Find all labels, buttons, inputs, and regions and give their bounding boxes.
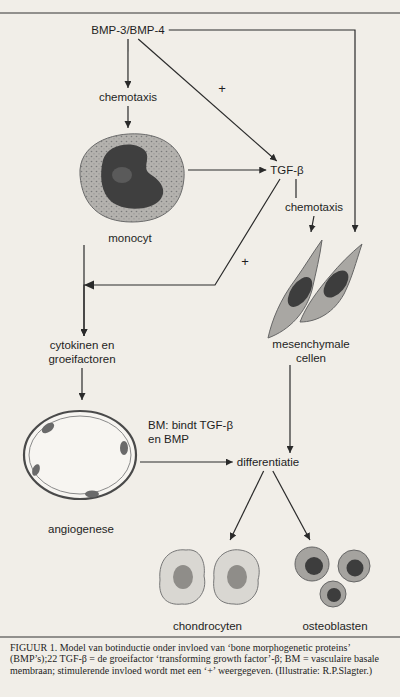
node-text: osteoblasten [302,619,367,633]
blood-vessel [24,411,136,499]
monocyte-cell [80,134,184,222]
node-text: angiogenese [48,522,114,536]
osteoblast-node: osteoblasten [288,540,382,633]
blood-vessel [85,491,99,498]
blood-vessel [29,416,131,494]
blood-vessel [120,441,128,455]
osteoblasts [295,547,370,607]
node-text: TGF-β [270,163,303,177]
process-label: differentiatie [233,453,303,471]
node-text: chemotaxis [285,200,343,214]
process-label: chemotaxis [281,198,347,216]
node-text: cytokinen en groeifactoren [36,338,128,366]
connector-arrow [273,471,310,540]
blood-vessel [40,421,56,436]
blood-vessel [31,463,42,477]
osteoblasts [327,588,341,602]
connector-arrow [84,179,280,336]
connector-arrow [83,245,84,336]
node-text: BMP-3/BMP-4 [91,23,165,37]
chondrocytes [227,565,247,589]
connector-arrow [138,39,277,161]
node-text: monocyt [108,231,151,245]
chondrocyte-node: chondrocyten [150,540,265,633]
stimulation-sign: + [239,255,251,269]
signal-label: BMP-3/BMP-4 [87,21,169,39]
mesenchymal-node: mesenchymale cellen [255,232,367,365]
caption-rule [0,637,400,638]
process-label: cytokinen en groeifactoren [32,336,132,368]
signal-label: TGF-β [266,161,307,179]
chondrocytes [214,550,260,605]
blood-vessel [24,411,136,499]
osteoblasts [347,560,364,577]
connector-arrow [169,30,355,232]
osteoblasts [338,550,370,582]
node-text: differentiatie [237,455,299,469]
vessel-node: angiogenese [22,400,140,536]
mesenchymal-cells [268,240,362,338]
monocyte-cell [101,144,163,208]
stimulation-sign: + [216,82,228,96]
node-text: chondrocyten [173,619,242,633]
monocyte-node: monocyt [72,128,188,245]
connector-arrow [289,365,290,453]
chondrocytes [160,550,260,605]
process-label: chemotaxis [95,88,161,106]
monocyte-cell [80,134,184,222]
connector-arrow [127,106,128,128]
connector-arrow [188,169,266,170]
osteoblasts [295,547,329,581]
chondrocytes [160,550,205,604]
monocyte-cell [80,134,184,222]
node-text: chemotaxis [99,90,157,104]
mesenchymal-cells [319,266,353,302]
connector-arrow [311,216,314,232]
mesenchymal-cells [300,244,362,322]
figure-caption: FIGUUR 1. Model van botinductie onder in… [10,642,390,676]
connector-arrow [230,471,264,540]
chondrocytes [173,565,193,589]
mesenchymal-cells [268,240,322,338]
osteoblasts [305,557,323,575]
osteoblasts [320,581,346,607]
monocyte-cell [112,167,132,183]
connector-arrow [295,179,296,198]
connector-arrow [127,39,128,88]
annotation-label: BM: bindt TGF-β en BMP [148,418,236,446]
top-rule [0,13,400,14]
node-text: mesenchymale cellen [269,337,353,365]
connector-arrow [140,461,233,462]
connector-arrow [81,368,82,400]
